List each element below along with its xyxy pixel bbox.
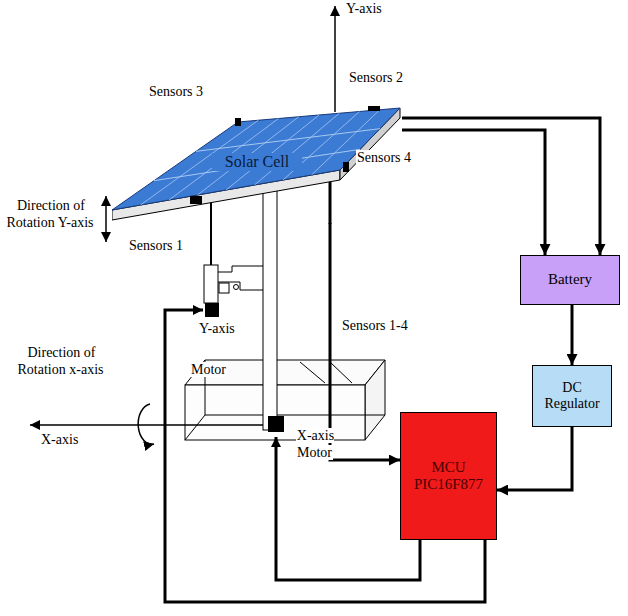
- label-box: Sensors 3: [148, 84, 204, 101]
- label-box: Sensors 1: [128, 238, 184, 255]
- y-axis-arrow: [334, 6, 336, 112]
- part-label: X-axis Motor: [296, 428, 334, 460]
- part-label: Sensors 2: [348, 70, 404, 85]
- rotation-x-arrow: [138, 404, 154, 444]
- wire-arrow: [571, 305, 574, 365]
- mcu-box: MCU PIC16F877: [400, 412, 497, 540]
- sensor-mark: [235, 118, 241, 126]
- node-label: MCU PIC16F877: [407, 459, 490, 494]
- y-actuator: [204, 196, 263, 303]
- wire-arrow: [497, 427, 572, 490]
- part-label: Direction of Rotation Y-axis: [7, 198, 95, 230]
- part-label: Sensors 4: [356, 150, 412, 165]
- y-axis-motor: [205, 303, 219, 317]
- part-label: X-axis: [40, 432, 79, 447]
- sensor-mark: [343, 162, 349, 172]
- part-label: Y-axis: [345, 1, 383, 16]
- wire-arrow: [402, 130, 545, 255]
- label-box: X-axis: [40, 432, 79, 449]
- wire-arrow: [330, 223, 400, 460]
- support-post: [263, 185, 277, 430]
- edge-label-box: Sensors 1-4: [340, 318, 410, 335]
- motor-housing: [185, 360, 385, 440]
- label-box: X-axis Motor: [290, 428, 340, 462]
- x-axis-arrow: [30, 424, 268, 426]
- label-box: Direction of Rotation x-axis: [2, 345, 120, 379]
- sensor-mark: [190, 196, 202, 204]
- label-box: Sensors 2: [348, 70, 404, 87]
- node-label: Solar Cell: [212, 153, 302, 171]
- label-box: Sensors 4: [356, 150, 412, 167]
- x-axis-motor: [268, 416, 284, 432]
- regulator-box: DC Regulator: [532, 365, 612, 427]
- sensor-wire: [329, 181, 332, 224]
- signal-label: Sensors 1-4: [340, 318, 410, 333]
- label-box: Motor: [190, 362, 227, 379]
- part-label: Sensors 1: [128, 238, 184, 253]
- label-box: Y-axis: [198, 321, 236, 338]
- label-box: Y-axis: [345, 1, 383, 18]
- part-label: Motor: [190, 362, 227, 377]
- part-label: Y-axis: [198, 321, 236, 336]
- battery-box: Battery: [520, 255, 620, 305]
- node-label: DC Regulator: [539, 380, 605, 412]
- part-label: Sensors 3: [148, 84, 204, 99]
- node-label: Battery: [548, 271, 592, 288]
- label-box: Direction of Rotation Y-axis: [2, 198, 99, 232]
- rotation-y-arrow: [105, 196, 107, 242]
- part-label: Direction of Rotation x-axis: [18, 345, 105, 377]
- sensor-mark: [368, 106, 380, 111]
- wire-arrow: [402, 118, 600, 255]
